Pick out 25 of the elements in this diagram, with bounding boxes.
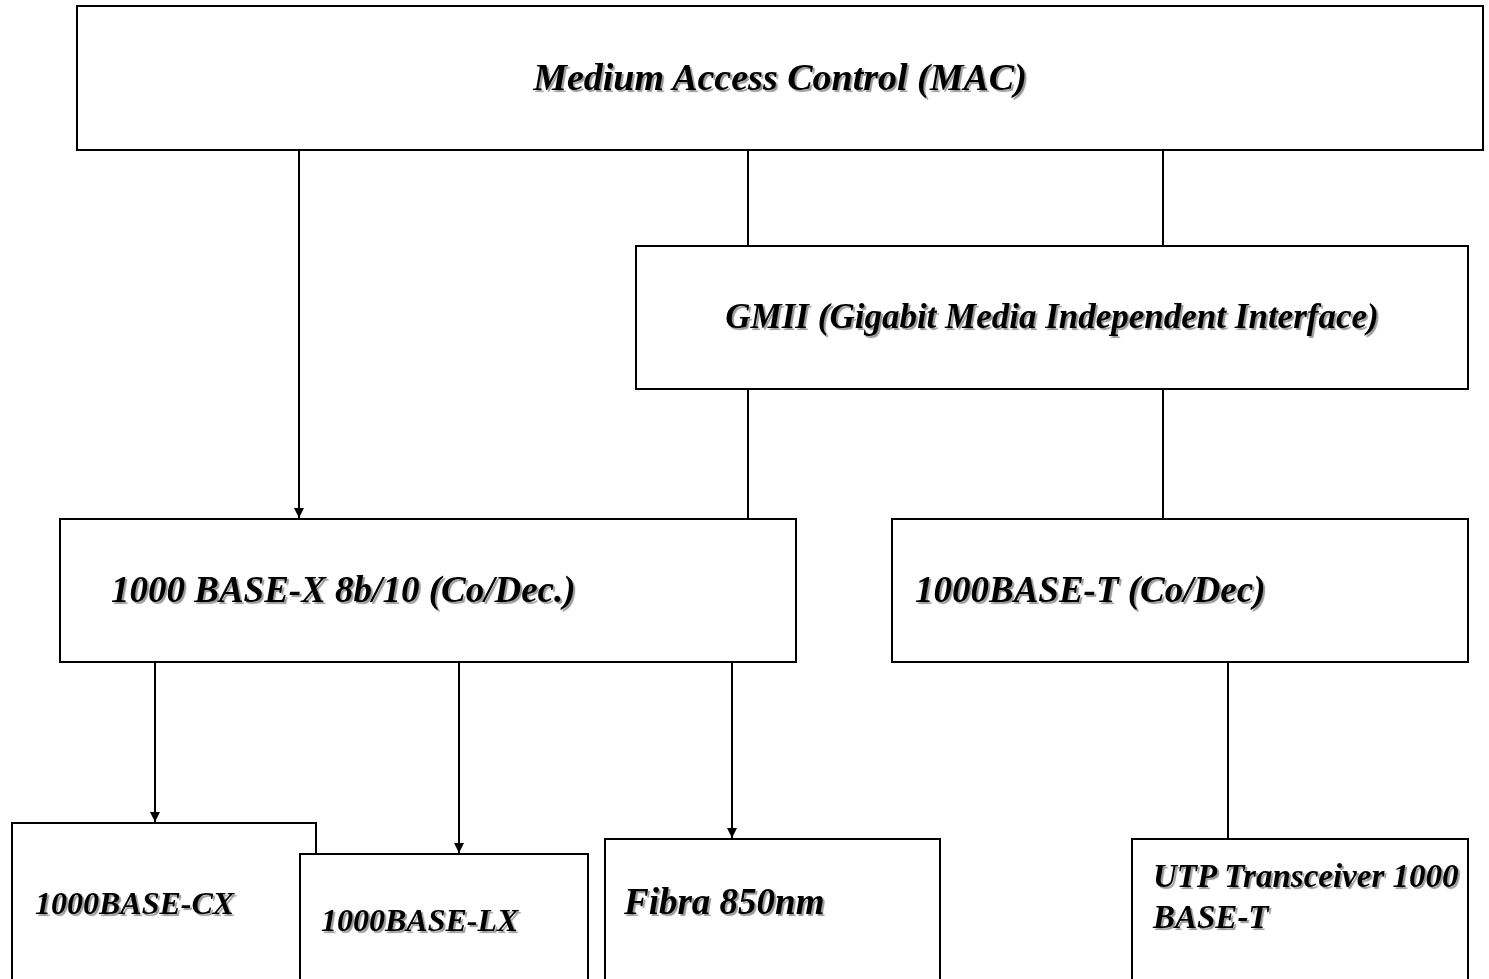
box-label: UTP Transceiver 1000 BASE-T xyxy=(1153,857,1460,938)
arrow xyxy=(454,662,464,854)
process-box xyxy=(299,853,589,979)
arrow xyxy=(294,150,304,519)
process-box xyxy=(11,822,317,979)
connector-line xyxy=(1162,389,1164,519)
connector-line xyxy=(1162,150,1164,246)
process-box xyxy=(59,518,797,663)
process-box xyxy=(76,5,1484,151)
process-box xyxy=(604,838,941,979)
box-label: 1000BASE-LX xyxy=(321,903,519,939)
process-box xyxy=(1131,838,1469,979)
connector-line xyxy=(747,389,749,519)
connector-line xyxy=(747,150,749,246)
box-label: GMII (Gigabit Media Independent Interface) xyxy=(725,298,1379,337)
box-label: Medium Access Control (MAC) xyxy=(533,57,1027,99)
arrow xyxy=(150,662,160,823)
process-box xyxy=(891,518,1469,663)
box-label: 1000 BASE-X 8b/10 (Co/Dec.) xyxy=(111,570,576,611)
box-label: Fibra 850nm xyxy=(624,882,825,923)
arrow xyxy=(727,662,737,839)
box-label: 1000BASE-T (Co/Dec) xyxy=(915,570,1266,611)
box-label: 1000BASE-CX xyxy=(35,886,235,922)
connector-line xyxy=(1227,662,1229,839)
process-box xyxy=(635,245,1469,390)
